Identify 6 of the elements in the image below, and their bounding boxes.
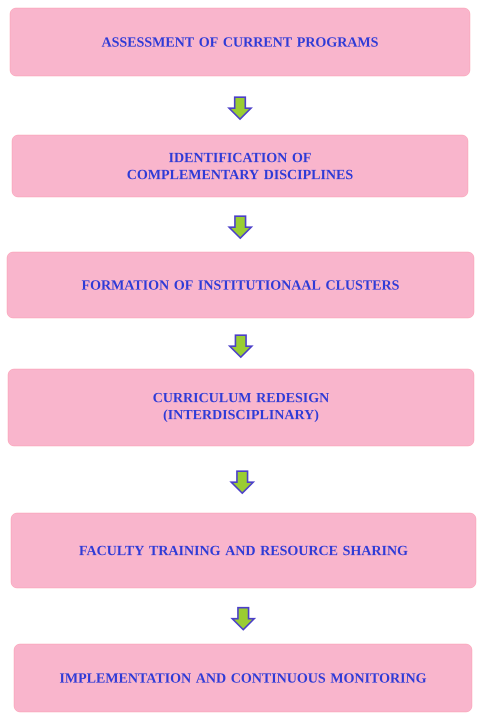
process-box: IDENTIFICATION OF COMPLEMENTARY DISCIPLINES: [12, 134, 468, 198]
process-box: ASSESSMENT OF CURRENT PROGRAMS: [10, 8, 470, 76]
process-box: IMPLEMENTATION AND CONTINUOUS MONITORING: [14, 644, 472, 712]
process-box: CURRICULUM REDESIGN (INTERDISCIPLINARY): [8, 368, 474, 446]
process-box: FORMATION OF INSTITUTIONAAL CLUSTERS: [6, 252, 474, 318]
process-box: FACULTY TRAINING AND RESOURCE SHARING: [10, 512, 476, 588]
